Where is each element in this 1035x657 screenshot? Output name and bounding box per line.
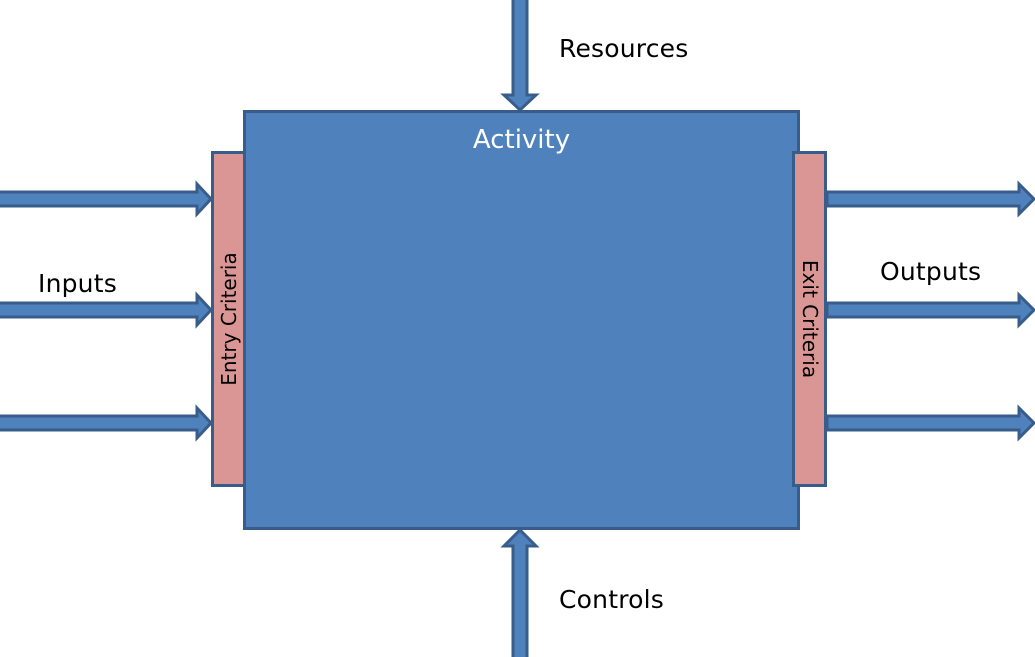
entry-criteria-bar: Entry Criteria <box>211 151 246 487</box>
exit-criteria-label: Exit Criteria <box>797 259 822 379</box>
input-arrow-1-icon <box>0 180 214 218</box>
activity-title: Activity <box>472 125 571 155</box>
resources-label: Resources <box>559 34 689 63</box>
output-arrow-1-icon <box>825 180 1035 218</box>
resources-arrow-icon <box>500 0 540 113</box>
input-arrow-2-icon <box>0 291 214 329</box>
exit-criteria-bar: Exit Criteria <box>792 151 827 487</box>
output-arrow-2-icon <box>825 291 1035 329</box>
input-arrow-3-icon <box>0 404 214 442</box>
activity-box: Activity <box>243 110 800 530</box>
inputs-label: Inputs <box>38 269 117 298</box>
outputs-label: Outputs <box>880 257 982 286</box>
controls-arrow-icon <box>500 527 540 657</box>
output-arrow-3-icon <box>825 404 1035 442</box>
entry-criteria-label: Entry Criteria <box>216 252 241 386</box>
controls-label: Controls <box>559 585 664 614</box>
